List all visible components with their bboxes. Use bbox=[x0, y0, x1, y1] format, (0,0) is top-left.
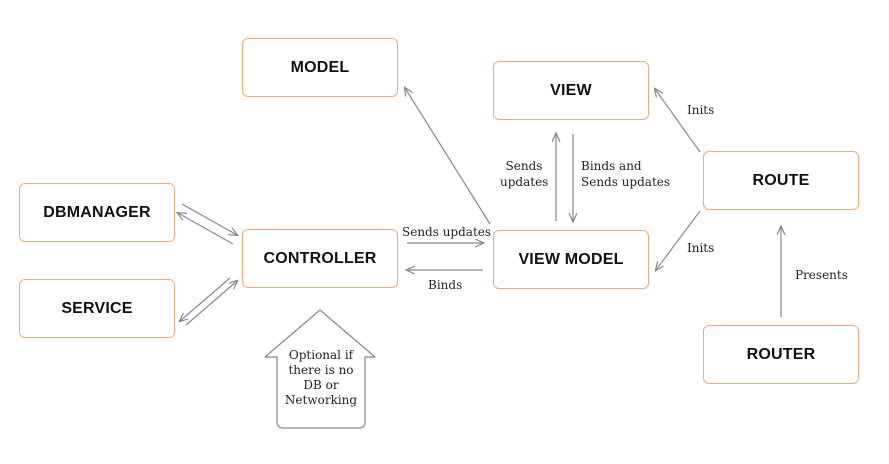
arrow-controller-to-dbmanager bbox=[178, 213, 234, 245]
route-node: ROUTE bbox=[703, 151, 859, 210]
view-model-node: VIEW MODEL bbox=[493, 230, 649, 289]
arrow-dbmanager-to-controller bbox=[181, 203, 237, 235]
label-viewmodel-to-view: Sends updates bbox=[500, 159, 549, 189]
label-viewmodel-to-controller: Binds bbox=[428, 278, 463, 292]
optional-note-text: Optional if there is no DB or Networking bbox=[284, 348, 358, 407]
dbmanager-node: DBMANAGER bbox=[19, 183, 175, 242]
label-route-to-viewmodel: Inits bbox=[687, 241, 715, 255]
service-node: SERVICE bbox=[19, 279, 175, 338]
arrow-service-to-controller bbox=[185, 281, 237, 326]
label-route-to-view: Inits bbox=[687, 103, 715, 117]
arrow-route-to-view bbox=[655, 89, 701, 153]
view-node: VIEW bbox=[493, 61, 649, 120]
arrow-route-to-viewmodel bbox=[656, 210, 701, 270]
optional-note-shape bbox=[264, 309, 376, 429]
arrow-controller-to-service bbox=[180, 277, 231, 321]
controller-node: CONTROLLER bbox=[242, 229, 398, 288]
router-node: ROUTER bbox=[703, 325, 859, 384]
label-router-to-route: Presents bbox=[795, 268, 848, 282]
arrow-viewmodel-to-model bbox=[405, 88, 491, 225]
model-node: MODEL bbox=[242, 38, 398, 97]
label-controller-to-viewmodel: Sends updates bbox=[402, 225, 492, 239]
label-view-to-viewmodel: Binds and Sends updates bbox=[581, 159, 671, 189]
